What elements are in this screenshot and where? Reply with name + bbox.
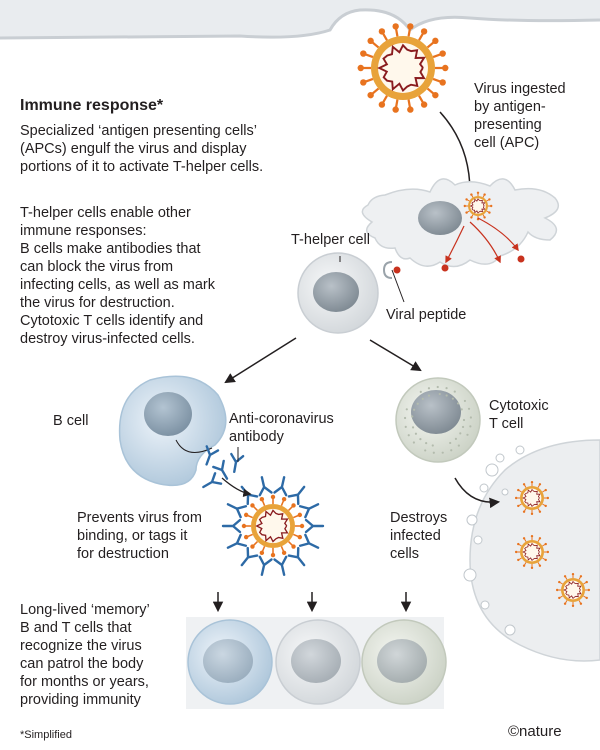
diagram-title: Immune response* [20, 97, 164, 114]
cell-membrane-top [0, 0, 600, 40]
b-cell [118, 375, 227, 487]
t-helper-cell [297, 252, 405, 334]
coronavirus-virus [357, 23, 449, 113]
label-memory: Long-lived ‘memory’ B and T cells that r… [20, 602, 150, 708]
intro-text: Specialized ‘antigen presenting cells’ (… [20, 123, 264, 175]
label-b-cell: B cell [53, 413, 89, 429]
destroy-arrow [454, 477, 501, 509]
label-cytotoxic: Cytotoxic T cell [489, 398, 549, 432]
label-t-helper: T-helper cell [291, 232, 370, 248]
label-prevents: Prevents virus from binding, or tags it … [77, 510, 202, 562]
cytotoxic-t-cell [395, 377, 481, 463]
label-destroys: Destroys infected cells [390, 510, 448, 562]
footnote: *Simplified [20, 729, 72, 741]
label-viral-peptide: Viral peptide [386, 307, 467, 323]
label-virus-ingested: Virus ingested by antigen- presenting ce… [474, 81, 566, 151]
antibody-flow-arrow [221, 477, 252, 498]
body-text: T-helper cells enable other immune respo… [20, 205, 216, 347]
antibodies [202, 445, 325, 576]
neutralised-virus [241, 494, 305, 558]
nature-credit: ©nature [508, 723, 562, 740]
label-antibody: Anti-coronavirus antibody [229, 411, 334, 445]
arrow-to-b-cell [224, 337, 297, 384]
memory-cells-panel [186, 617, 447, 709]
arrow-to-cytotoxic [369, 339, 422, 372]
apc-cell [361, 178, 560, 279]
infected-cell [463, 439, 600, 662]
